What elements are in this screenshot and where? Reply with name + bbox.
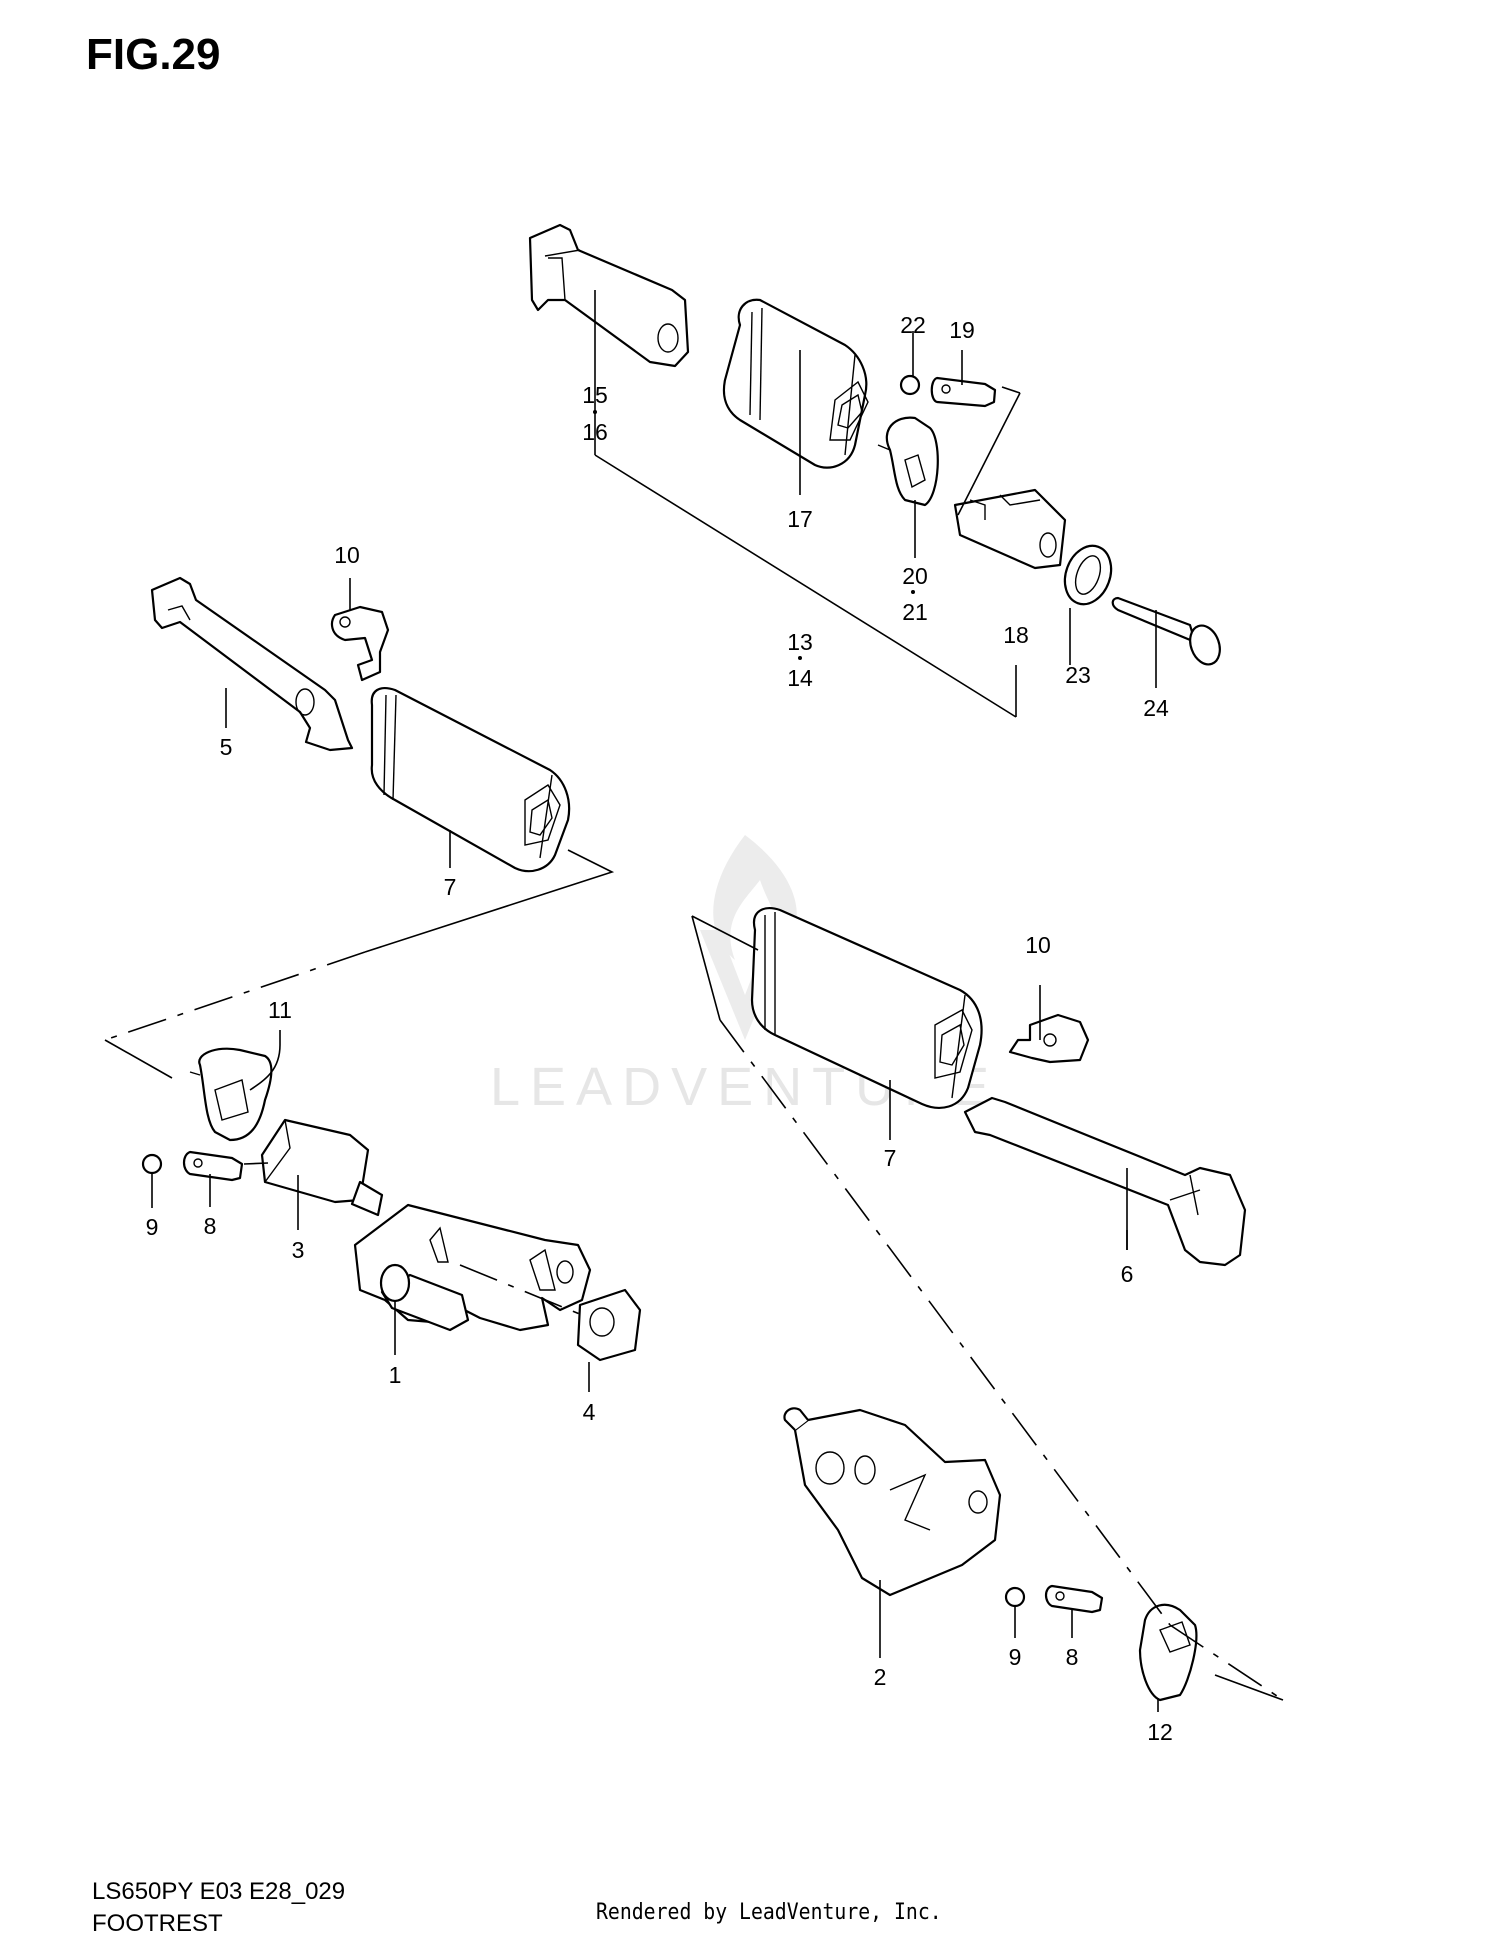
watermark-flame-icon <box>713 835 797 960</box>
part-9-cap-right[interactable] <box>1004 1586 1026 1608</box>
section-name: FOOTREST <box>92 1910 223 1937</box>
part-2-bracket[interactable] <box>783 1407 1002 1597</box>
part-8-pin-right[interactable] <box>1044 1584 1104 1614</box>
part-3-block[interactable] <box>260 1118 384 1217</box>
callout-8-right: 8 <box>1066 1644 1079 1670</box>
part-10-clip-left[interactable] <box>330 605 390 682</box>
rendered-by-credit: Rendered by LeadVenture, Inc. <box>596 1900 942 1925</box>
separator-dots <box>593 410 915 660</box>
callout-17: 17 <box>787 506 813 532</box>
part-18-bracket[interactable] <box>953 488 1067 570</box>
callout-10-left: 10 <box>334 542 360 568</box>
callout-12: 12 <box>1147 1719 1173 1745</box>
part-10-clip-right[interactable] <box>1008 1013 1090 1064</box>
callout-1: 1 <box>389 1362 402 1388</box>
callout-19: 19 <box>949 317 975 343</box>
callout-4: 4 <box>583 1399 596 1425</box>
callout-3: 3 <box>292 1237 305 1263</box>
callout-2: 2 <box>874 1664 887 1690</box>
model-code: LS650PY E03 E28_029 <box>92 1878 346 1905</box>
callout-9-left: 9 <box>146 1214 159 1240</box>
callout-24: 24 <box>1143 695 1169 721</box>
part-8-pin-left[interactable] <box>182 1150 244 1182</box>
figure-title: FIG.29 <box>86 30 221 79</box>
part-24-bolt[interactable] <box>1111 596 1225 669</box>
callout-7-left: 7 <box>444 874 457 900</box>
callout-7-right: 7 <box>884 1145 897 1171</box>
part-7-footrest-rubber-right[interactable] <box>750 907 983 1109</box>
part-9-cap-left[interactable] <box>141 1153 163 1175</box>
part-6-footrest-bar[interactable] <box>963 1096 1247 1267</box>
callout-23: 23 <box>1065 662 1091 688</box>
callout-5: 5 <box>220 734 233 760</box>
callout-20: 20 <box>902 563 928 589</box>
part-22-cap[interactable] <box>899 374 921 396</box>
callout-11: 11 <box>268 997 292 1023</box>
callout-labels: 1 2 3 4 5 6 7 7 8 8 9 9 10 10 11 12 13 1… <box>146 312 1173 1745</box>
part-20-plate[interactable] <box>877 416 939 507</box>
part-12-plate[interactable] <box>1138 1603 1198 1702</box>
callout-8-left: 8 <box>204 1213 217 1239</box>
callout-18: 18 <box>1003 622 1029 648</box>
part-19-pin[interactable] <box>930 376 997 408</box>
part-1-bracket[interactable] <box>353 1203 592 1332</box>
callout-15: 15 <box>582 382 608 408</box>
part-11-plate[interactable] <box>189 1047 273 1142</box>
callout-13: 13 <box>787 629 813 655</box>
callout-10-right: 10 <box>1025 932 1051 958</box>
part-5-footrest-bar[interactable] <box>150 576 354 752</box>
part-4-collar[interactable] <box>576 1288 642 1362</box>
callout-9-right: 9 <box>1009 1644 1022 1670</box>
part-7-footrest-rubber-left[interactable] <box>370 687 571 873</box>
callout-14: 14 <box>787 665 813 691</box>
callout-21: 21 <box>902 599 928 625</box>
part-17-footrest-rubber[interactable] <box>722 298 869 469</box>
leader-lines <box>104 290 1284 1712</box>
callout-16: 16 <box>582 419 608 445</box>
part-23-washer[interactable] <box>1057 539 1119 610</box>
callout-22: 22 <box>900 312 926 338</box>
part-15-footrest-bar[interactable] <box>528 223 690 368</box>
callout-6: 6 <box>1121 1261 1134 1287</box>
